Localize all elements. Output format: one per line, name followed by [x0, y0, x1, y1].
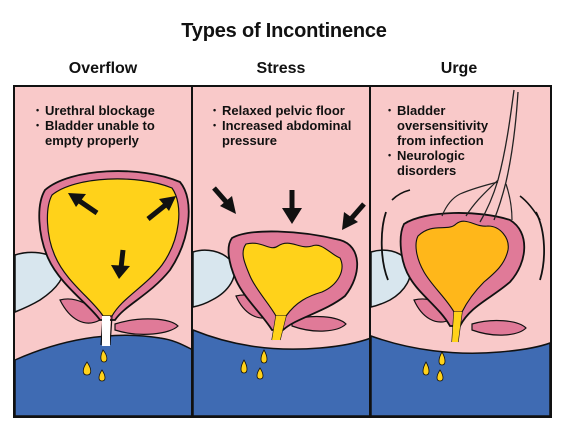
list-item: •Bladder unable to empty properly	[36, 118, 155, 148]
list-item: •Relaxed pelvic floor	[213, 103, 345, 118]
panel-title-stress: Stress	[256, 60, 306, 77]
stress-bullet-list: •Relaxed pelvic floor •Increased abdomin…	[213, 103, 363, 148]
panel-overflow	[13, 85, 195, 418]
panel-stress	[191, 85, 373, 418]
urge-bullet-list: •Bladder oversensitivity from infection …	[388, 103, 498, 178]
list-item: •Neurologic disorders	[388, 148, 465, 178]
diagram-title: Types of Incontinence	[181, 20, 387, 42]
list-item: •Urethral blockage	[36, 103, 155, 118]
panel-urge	[369, 85, 552, 418]
list-item: •Increased abdominal pressure	[213, 118, 352, 148]
list-item: •Bladder oversensitivity from infection	[388, 103, 489, 148]
overflow-bullet-list: •Urethral blockage •Bladder unable to em…	[36, 103, 186, 148]
panel-title-overflow: Overflow	[68, 60, 138, 77]
panel-title-urge: Urge	[440, 60, 478, 77]
